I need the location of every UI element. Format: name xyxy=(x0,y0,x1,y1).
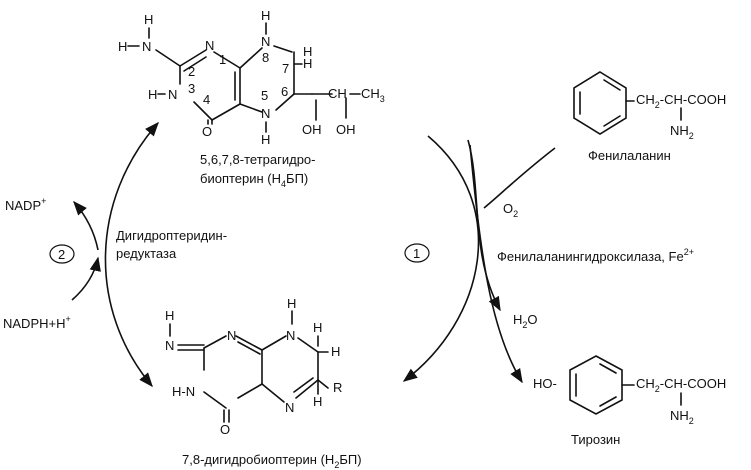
n3-label: N xyxy=(168,87,177,102)
thbp-caption-line1: 5,6,7,8-тетрагидро- xyxy=(200,152,315,167)
imine-n-label: N xyxy=(165,338,174,353)
phenylalanine-amine: NH2 xyxy=(670,123,694,141)
step-2-number: 2 xyxy=(58,247,65,262)
ch3-label: CH3 xyxy=(361,86,385,104)
n1-label: N xyxy=(205,38,214,53)
tyrosine-name: Тирозин xyxy=(571,432,620,447)
nadph-arrow xyxy=(71,256,101,301)
enzyme-2-line1: Дигидроптеридин- xyxy=(116,228,227,243)
step-1-number: 1 xyxy=(413,246,420,261)
h2o-label: H2O xyxy=(513,312,538,330)
ch-label: CH xyxy=(328,86,347,101)
reduction-arrow xyxy=(104,121,159,388)
thbp-caption-line2: биоптерин (Н4БП) xyxy=(200,171,308,189)
tyrosine-chain: CH2-CH-COOH xyxy=(636,376,726,394)
nadph-label: NADPH+H+ xyxy=(3,314,71,331)
ring-number: 6 xyxy=(281,84,288,99)
n8-label: N xyxy=(286,328,295,343)
tetrahydrobiopterin-structure: H H N N H N O N H N H H H xyxy=(118,8,385,189)
h6-label: H xyxy=(303,44,312,59)
tyrosine-amine: NH2 xyxy=(670,408,694,426)
ring-number: 7 xyxy=(282,61,289,76)
h-label: H xyxy=(261,132,270,147)
amine-n-label: N xyxy=(142,39,151,54)
o4-label: O xyxy=(220,422,230,437)
phenylalanine-input-arrow xyxy=(483,147,556,209)
oh-label: OH xyxy=(302,122,322,137)
phenylalanine-name: Фенилаланин xyxy=(588,148,671,163)
ring-number: 3 xyxy=(188,81,195,96)
phenylalanine-structure: CH2-CH-COOH NH2 Фенилаланин xyxy=(573,71,726,163)
h7-label: H xyxy=(303,56,312,71)
tyrosine-ho: HO- xyxy=(533,376,557,391)
h-label: H xyxy=(165,308,174,323)
nadp-arrow xyxy=(73,200,99,251)
hn3-h-label: H xyxy=(148,87,157,102)
o2-label: O2 xyxy=(503,201,518,219)
tyrosine-structure: HO- CH2-CH-COOH NH2 Тирозин xyxy=(533,355,726,447)
n1-label: N xyxy=(227,328,236,343)
oh-label: OH xyxy=(336,122,356,137)
o4-label: O xyxy=(202,124,212,139)
h6-label: H xyxy=(313,320,322,335)
tyrosine-branch-arrow xyxy=(469,144,523,384)
h-label: H xyxy=(261,8,270,23)
nadp-label: NADP+ xyxy=(5,196,46,213)
n8-label: N xyxy=(261,34,270,49)
n5-label: N xyxy=(261,106,270,121)
ring-number: 4 xyxy=(203,92,210,107)
h-label: H xyxy=(313,394,322,409)
ring-number: 5 xyxy=(261,88,268,103)
hn3-label: H-N xyxy=(172,384,195,399)
ring-number: 2 xyxy=(188,64,195,79)
step-1-circle xyxy=(404,243,430,263)
regeneration-arrow xyxy=(402,135,480,382)
enzyme-1-label: Фенилаланингидроксилаза, Fe2+ xyxy=(497,247,694,264)
h7-label: H xyxy=(331,344,340,359)
r-group-label: R xyxy=(333,380,342,395)
dhbp-caption: 7,8-дигидробиоптерин (Н2БП) xyxy=(182,452,362,470)
phenylalanine-chain: CH2-CH-COOH xyxy=(636,92,726,110)
ring-number: 1 xyxy=(219,52,226,67)
reaction-1: O2 H2O 1 Фенилаланингидроксилаза, Fe2+ xyxy=(402,135,694,384)
h-label: H xyxy=(144,12,153,27)
h-label: H xyxy=(118,39,127,54)
n5-label: N xyxy=(285,400,294,415)
ring-number: 8 xyxy=(262,50,269,65)
reaction-2: NADP+ NADPH+H+ 2 Дигидроптеридин- редукт… xyxy=(3,121,227,388)
h-label: H xyxy=(287,296,296,311)
enzyme-2-line2: редуктаза xyxy=(116,246,177,261)
dihydrobiopterin-structure: H N N H-N O N H N H H R H 7 xyxy=(165,296,362,470)
step-2-circle xyxy=(49,244,75,264)
